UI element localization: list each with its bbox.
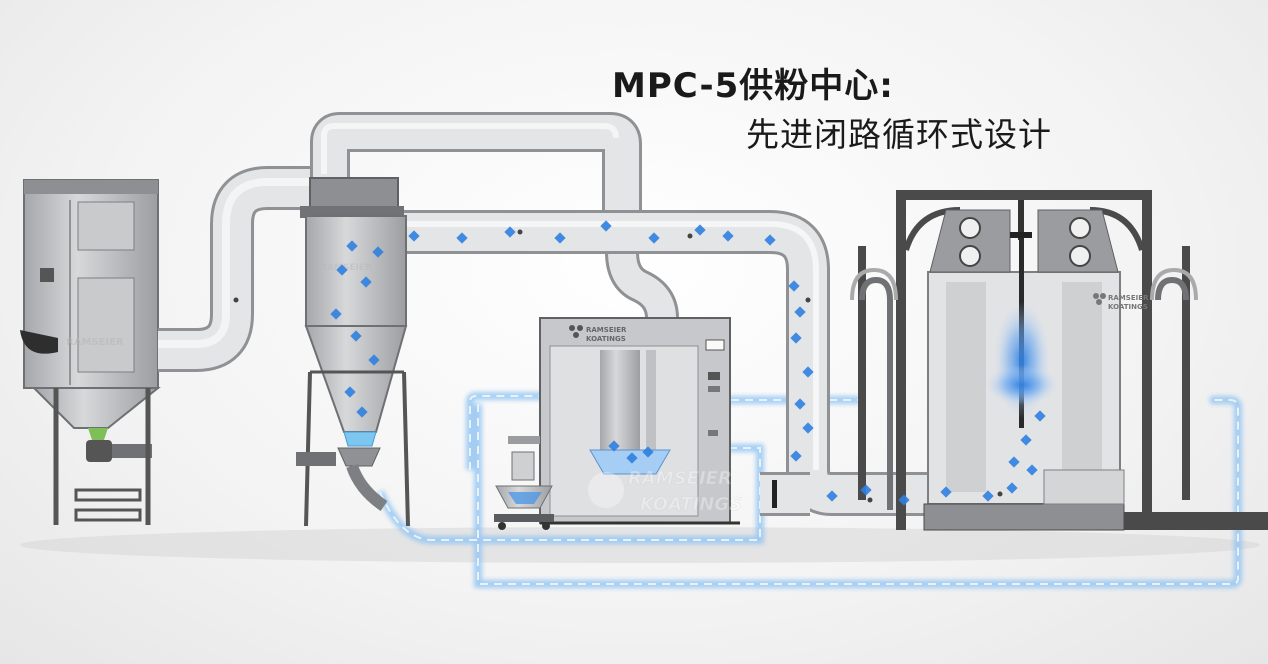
powder-particle-icon xyxy=(940,486,952,498)
powder-particle-icon xyxy=(826,490,838,502)
powder-particle-icon xyxy=(368,354,380,366)
svg-text:KOATINGS: KOATINGS xyxy=(640,494,742,515)
powder-particle-icon xyxy=(764,234,776,246)
powder-particle-icon xyxy=(788,280,800,292)
powder-particle-icon xyxy=(608,440,620,452)
powder-particle-icon xyxy=(860,484,872,496)
powder-particle-icon xyxy=(344,386,356,398)
powder-particle-icon xyxy=(794,306,806,318)
powder-particle-icon xyxy=(1026,464,1038,476)
pipe-rivet xyxy=(997,491,1003,497)
powder-particle-icon xyxy=(794,398,806,410)
powder-particle-icon xyxy=(600,220,612,232)
after-filter-unit: RAMSEIER xyxy=(20,179,161,525)
powder-particle-icon xyxy=(1034,410,1046,422)
powder-particle-icon xyxy=(898,494,910,506)
powder-particle-icon xyxy=(790,332,802,344)
brand-watermark-cyclone: RAMSEIER xyxy=(320,263,372,273)
powder-particle-icon xyxy=(350,330,362,342)
pipe-rivet xyxy=(687,233,693,239)
spray-booth: RAMSEIER KOATINGS xyxy=(850,190,1268,531)
powder-particle-icon xyxy=(802,366,814,378)
brand-label-mpc: RAMSEIER xyxy=(586,326,627,334)
powder-particle-icon xyxy=(642,446,654,458)
pipe-rivet xyxy=(233,297,239,303)
powder-particle-icon xyxy=(722,230,734,242)
brand-label-booth-2: KOATINGS xyxy=(1108,303,1148,311)
powder-particle-icon xyxy=(694,224,706,236)
powder-particle-icon xyxy=(802,422,814,434)
ramseier-logo-icon xyxy=(569,325,583,338)
powder-particle-icon xyxy=(346,240,358,252)
powder-particle-icon xyxy=(1006,482,1018,494)
powder-particle-icon xyxy=(456,232,468,244)
cyclone-separator: RAMSEIER xyxy=(296,177,410,527)
svg-text:RAMSEIER: RAMSEIER xyxy=(628,468,732,489)
headline-subtitle: 先进闭路循环式设计 xyxy=(746,115,1052,154)
powder-particle-icon xyxy=(372,246,384,258)
powder-particle-icon xyxy=(330,308,342,320)
powder-particle-icon xyxy=(982,490,994,502)
powder-particle-icon xyxy=(356,406,368,418)
powder-particle-icon xyxy=(626,452,638,464)
powder-particle-icon xyxy=(1020,434,1032,446)
powder-particle-icon xyxy=(504,226,516,238)
mpc5-powder-center: RAMSEIER KOATINGS xyxy=(494,317,740,530)
ramseier-logo-icon-booth xyxy=(1093,293,1106,305)
powder-particle-icon xyxy=(790,450,802,462)
powder-particle-icon xyxy=(648,232,660,244)
powder-particle-icon xyxy=(360,276,372,288)
pipe-rivet xyxy=(867,497,873,503)
powder-particle-flow xyxy=(233,220,1046,506)
pipe-rivet xyxy=(517,229,523,235)
powder-particle-icon xyxy=(336,264,348,276)
brand-label-booth: RAMSEIER xyxy=(1108,294,1149,302)
powder-particle-icon xyxy=(554,232,566,244)
brand-watermark-left: RAMSEIER xyxy=(66,337,124,348)
headline-title: MPC-5供粉中心: xyxy=(612,66,894,106)
brand-label-mpc-2: KOATINGS xyxy=(586,335,626,343)
powder-particle-icon xyxy=(1008,456,1020,468)
powder-particle-icon xyxy=(408,230,420,242)
pipe-rivet xyxy=(805,297,811,303)
brand-watermark: RAMSEIER KOATINGS xyxy=(588,468,742,515)
